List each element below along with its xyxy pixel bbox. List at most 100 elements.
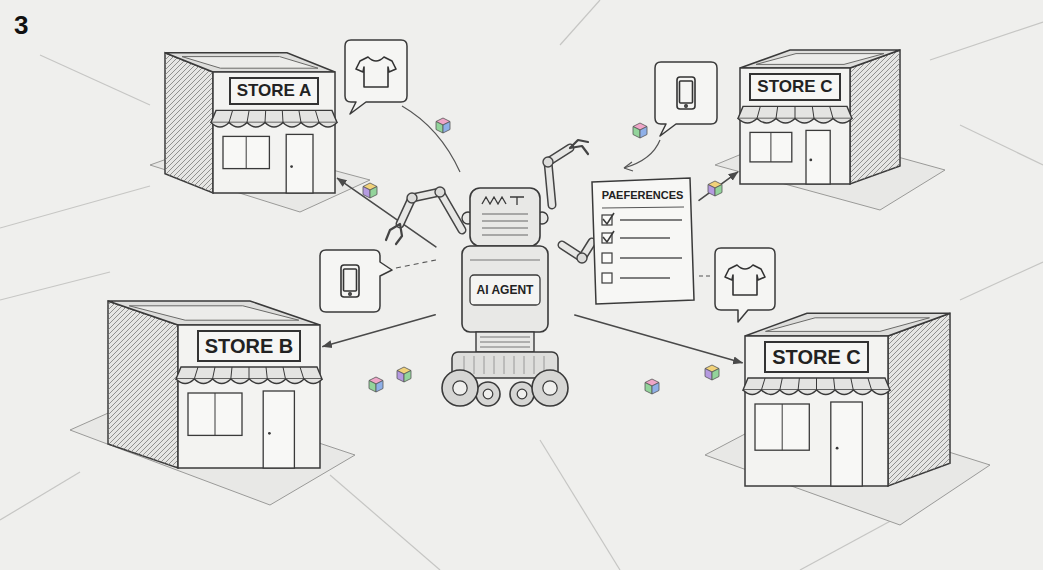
store-awning <box>211 110 337 122</box>
robot-wheel <box>532 370 568 406</box>
preferences-sheet: PAEFERENCES <box>590 178 695 305</box>
store-awning-scallop <box>738 118 852 123</box>
store-awning-scallop <box>176 379 322 384</box>
ai-agent-robot: AI AGENT <box>440 180 570 410</box>
head-marking <box>482 197 524 205</box>
store-building <box>745 298 950 488</box>
store-roof <box>108 301 320 325</box>
awning-stripe <box>282 110 284 122</box>
base-hatch <box>524 356 525 374</box>
store-awning <box>743 378 890 390</box>
shirt-icon <box>725 265 765 295</box>
door-knob <box>836 447 839 450</box>
store-sign: STORE A <box>229 77 320 105</box>
speech-bubble <box>655 62 717 136</box>
head-grill <box>482 228 528 229</box>
robot-wheel <box>510 382 534 406</box>
store-side <box>108 301 178 468</box>
wheel-hub <box>543 381 557 395</box>
awning-stripe <box>816 378 817 390</box>
awning-stripe <box>757 106 760 118</box>
robot-wheel <box>476 382 500 406</box>
ground-line <box>540 440 620 570</box>
store-building <box>165 40 335 195</box>
store-roof <box>165 53 335 72</box>
data-cube <box>633 123 647 138</box>
speech-bubble <box>715 248 775 322</box>
ground-line <box>960 125 1043 165</box>
arm-claw <box>570 140 588 154</box>
head-grill <box>482 214 528 215</box>
awning-stripe <box>247 110 249 122</box>
window-bar <box>215 393 216 435</box>
paper-rule <box>602 207 684 208</box>
dashed-leader <box>699 275 712 276</box>
store-front <box>740 68 850 184</box>
ground-line <box>40 55 150 105</box>
awning-stripe <box>834 378 835 390</box>
robot-wheel <box>442 370 478 406</box>
base-hatch <box>514 356 515 374</box>
robot-arms <box>386 140 592 263</box>
data-cube <box>397 367 411 382</box>
flow-arrow <box>338 178 436 247</box>
head-grill <box>482 221 528 222</box>
check-mark <box>603 213 614 224</box>
window-bar <box>770 132 771 162</box>
awning-stripe <box>780 378 783 390</box>
wheel-hub <box>483 389 493 399</box>
check-mark <box>603 231 614 242</box>
torso-seam <box>470 260 540 261</box>
arm-joint <box>407 193 417 203</box>
store-side-hatch <box>888 313 950 486</box>
door-knob <box>268 432 271 435</box>
store-awning-scallop <box>211 122 337 127</box>
hip-ridge <box>480 347 530 348</box>
leader-arrow <box>624 162 633 171</box>
sheet-heading: PAEFERENCES <box>602 189 684 202</box>
base-hatch <box>504 356 505 374</box>
store-building <box>740 38 900 186</box>
data-cube <box>369 377 383 392</box>
store-building <box>108 285 320 470</box>
awning-stripe <box>300 367 304 379</box>
flow-arrow <box>575 315 742 363</box>
speech-bubble <box>345 40 407 114</box>
store-door <box>806 130 830 184</box>
store-roof-inner <box>182 57 318 69</box>
store-window <box>755 404 809 450</box>
list-line <box>620 219 682 220</box>
store-front <box>213 72 335 193</box>
awning-stripe <box>776 106 778 118</box>
awning-stripe <box>266 367 267 379</box>
store-sign: STORE C <box>749 73 840 101</box>
store-side <box>888 313 950 486</box>
chest-panel <box>470 275 540 305</box>
shirt-icon <box>356 57 396 87</box>
store-door <box>286 134 313 193</box>
store-side-hatch <box>165 53 213 193</box>
checkbox <box>602 273 612 283</box>
awning-stripe <box>194 367 198 379</box>
awning-stripe <box>812 106 814 118</box>
door-knob <box>290 165 293 168</box>
data-cube <box>645 379 659 394</box>
store-awning <box>176 367 322 379</box>
store-front <box>745 336 888 486</box>
awning-stripe <box>798 378 799 390</box>
awning-stripe <box>265 110 267 122</box>
store-door <box>263 391 294 468</box>
awning-stripe <box>761 378 765 390</box>
awning-stripe <box>851 378 854 390</box>
flow-arrow <box>699 172 738 200</box>
arm-outline <box>400 192 462 230</box>
phone-icon <box>677 77 695 109</box>
store-building: STORE B <box>108 285 320 470</box>
awning-stripe <box>830 106 833 118</box>
robot-head <box>470 188 540 246</box>
hip-ridge <box>480 337 530 338</box>
awning-stripe <box>868 378 872 390</box>
awning-stripe <box>231 367 232 379</box>
base-hatch <box>474 356 475 374</box>
base-hatch <box>484 356 485 374</box>
